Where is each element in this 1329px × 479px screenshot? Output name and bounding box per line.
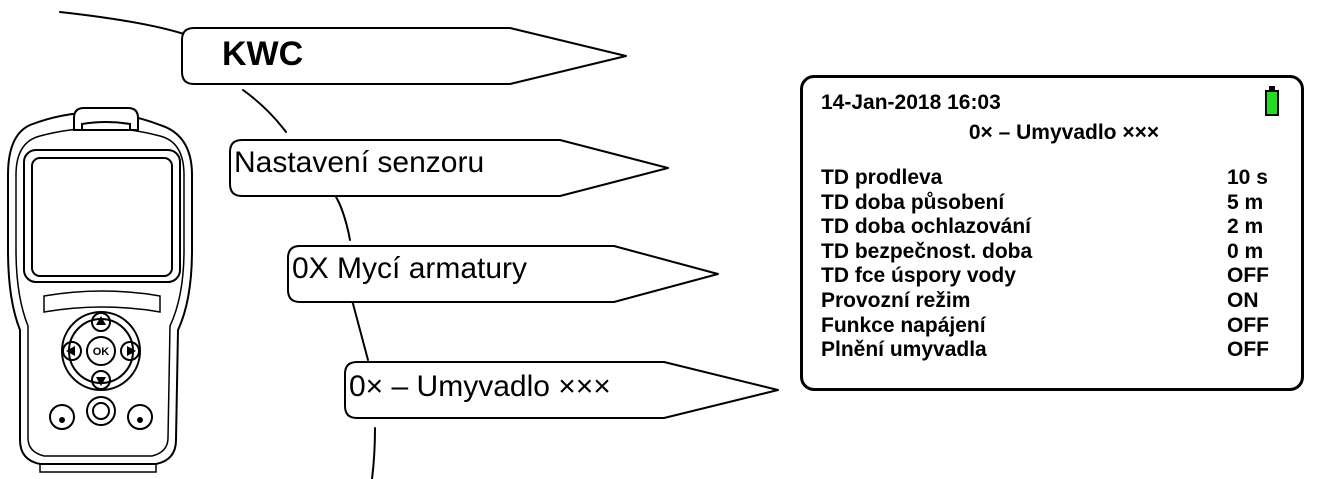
parameter-row: Funkce napájení OFF (821, 314, 1287, 339)
remote-screen (31, 157, 173, 277)
parameter-value: OFF (1227, 264, 1269, 288)
remote-control (7, 107, 193, 473)
callout-flag-washbasin (344, 361, 779, 419)
parameter-value: 0 m (1227, 239, 1264, 263)
ok-button-label: OK (93, 346, 110, 358)
battery-icon (1265, 86, 1279, 116)
lcd-screen: 14-Jan-2018 16:03 0× – Umyvadlo ××× TD p… (800, 75, 1304, 391)
remote-top-cap (73, 107, 139, 131)
connector-line (332, 191, 351, 241)
callout-flag-fittings (287, 245, 719, 303)
parameter-row: TD doba ochlazování 2 m (821, 215, 1287, 240)
lcd-subtitle: 0× – Umyvadlo ××× (968, 121, 1160, 144)
parameter-value: 5 m (1227, 190, 1264, 214)
remote-screen-bezel (23, 149, 181, 283)
ok-button (86, 336, 116, 366)
lcd-datetime: 14-Jan-2018 16:03 (821, 91, 1001, 114)
dpad-up-button (91, 312, 111, 332)
parameter-label: Plnění umyvadla (821, 338, 987, 362)
parameter-value: ON (1227, 288, 1259, 312)
connector-line (351, 299, 369, 361)
menu-level-kwc: KWC (222, 35, 304, 73)
parameter-row: TD bezpečnost. doba 0 m (821, 240, 1287, 265)
parameter-list: TD prodleva 10 s TD doba působení 5 m TD d… (821, 166, 1287, 363)
dpad-right-button (120, 341, 140, 361)
parameter-label: Funkce napájení (821, 313, 986, 337)
parameter-row: TD prodleva 10 s (821, 166, 1287, 191)
parameter-value: 2 m (1227, 215, 1264, 239)
connector-line (242, 89, 287, 133)
parameter-value: OFF (1227, 338, 1269, 362)
dpad-down-button (91, 370, 111, 390)
callout-flag-kwc (181, 27, 627, 85)
parameter-value: 10 s (1227, 166, 1268, 189)
parameter-value: OFF (1227, 313, 1269, 337)
parameter-label: Provozní režim (821, 288, 971, 312)
parameter-label: TD bezpečnost. doba (821, 239, 1033, 263)
parameter-row: Provozní režim ON (821, 289, 1287, 314)
parameter-label: TD fce úspory vody (821, 264, 1016, 288)
connector-line (371, 427, 376, 479)
menu-level-washbasin: 0× – Umyvadlo ××× (349, 370, 611, 403)
menu-level-sensor-settings: Nastavení senzoru (234, 146, 485, 179)
dpad-left-button (62, 341, 82, 361)
connector-line (59, 11, 191, 37)
parameter-row: TD doba působení 5 m (821, 191, 1287, 216)
parameter-label: TD doba působení (821, 190, 1005, 214)
parameter-row: Plnění umyvadla OFF (821, 338, 1287, 363)
parameter-label: TD prodleva (821, 166, 943, 189)
power-button (86, 396, 116, 426)
parameter-row: TD fce úspory vody OFF (821, 264, 1287, 289)
menu-level-washing-fittings: 0X Mycí armatury (292, 252, 528, 285)
callout-flag-sensor (229, 139, 669, 197)
parameter-label: TD doba ochlazování (821, 215, 1032, 239)
